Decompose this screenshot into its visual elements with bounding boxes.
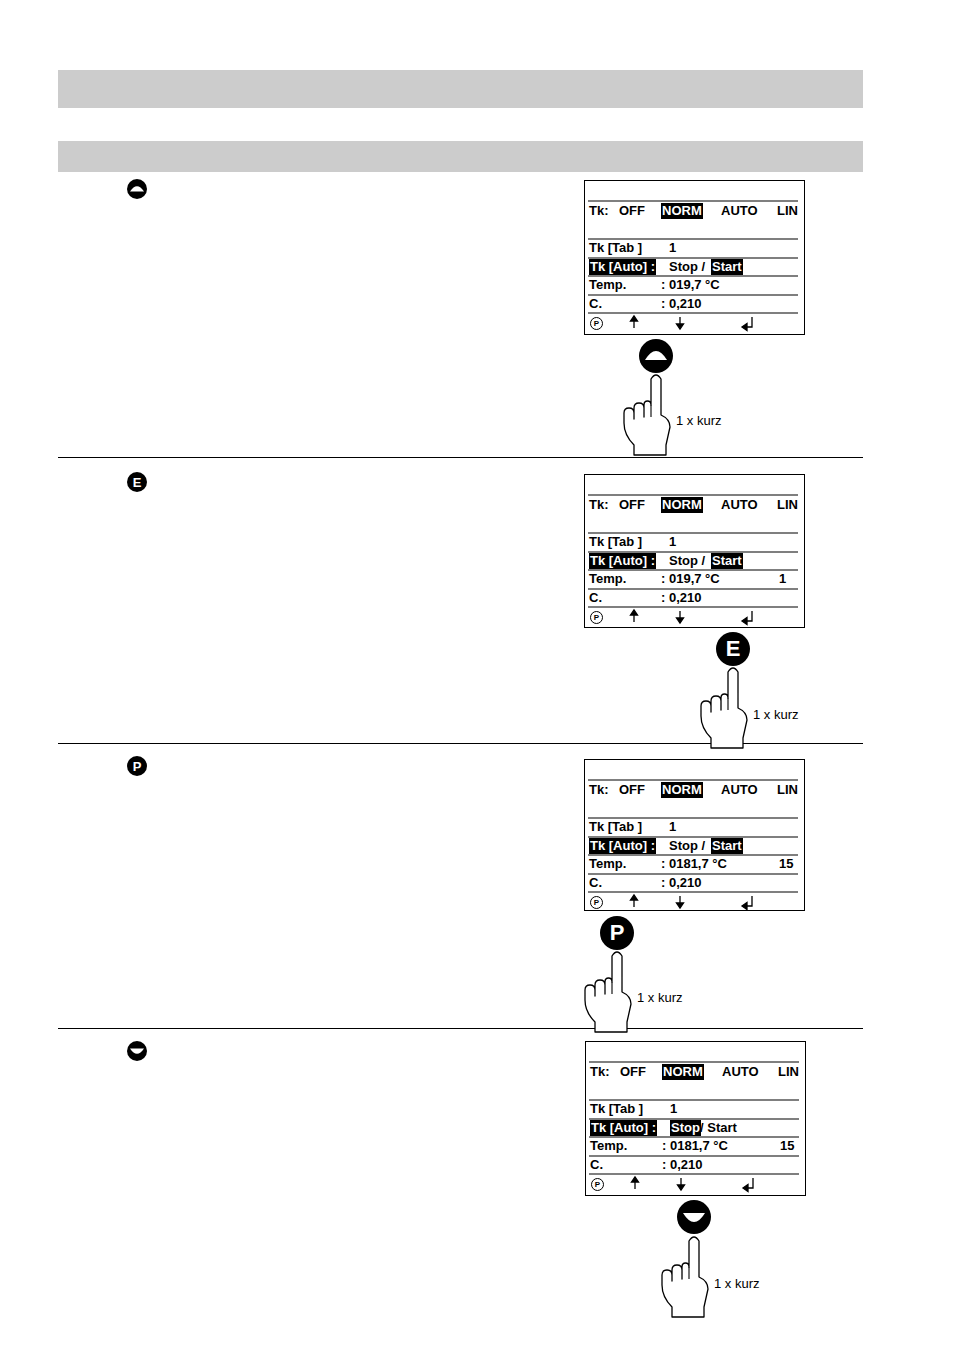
display-text: Stop / <box>669 838 705 854</box>
display-text: : 019,7 °C <box>661 571 720 587</box>
display-text: 1 <box>669 534 676 550</box>
highlighted-field: NORM <box>661 497 703 513</box>
menu-key-glyph: P <box>591 1178 604 1191</box>
display-text: Tk: <box>589 497 609 513</box>
display-text: C. <box>589 875 602 891</box>
display-screen: Tk: OFF NORM AUTO LIN Tk [Tab ] 1 Tk [Auto] : St… <box>584 759 805 911</box>
display-text: OFF <box>619 203 645 219</box>
display-text: : 0181,7 °C <box>662 1138 728 1154</box>
pressing-hand <box>662 1237 708 1317</box>
header-bar <box>58 70 863 108</box>
key-letter: E <box>133 476 142 489</box>
display-text: 15 <box>779 856 793 872</box>
subheader-bar <box>58 141 863 172</box>
highlighted-field: Stop <box>670 1120 701 1136</box>
key-letter: P <box>133 760 142 773</box>
display-text: Tk: <box>589 782 609 798</box>
key-icon: P <box>127 756 147 776</box>
display-text: C. <box>589 590 602 606</box>
highlighted-field: Start <box>711 259 743 275</box>
key-icon: E <box>127 472 147 492</box>
highlighted-field: Tk [Auto] : <box>589 838 656 854</box>
display-text: : 0181,7 °C <box>661 856 727 872</box>
display-text: AUTO <box>721 203 758 219</box>
highlighted-field: NORM <box>661 782 703 798</box>
display-text: 1 <box>779 571 786 587</box>
display-text: LIN <box>777 497 798 513</box>
display-text: OFF <box>619 782 645 798</box>
display-text: 15 <box>780 1138 794 1154</box>
display-text: 1 <box>670 1101 677 1117</box>
highlighted-field: NORM <box>662 1064 704 1080</box>
display-text: Stop / <box>669 259 705 275</box>
display-text: : 0,210 <box>662 1157 702 1173</box>
menu-key-glyph: P <box>590 611 603 624</box>
up-key-icon <box>127 179 147 199</box>
display-text: OFF <box>620 1064 646 1080</box>
key-letter: P <box>610 922 625 944</box>
highlighted-field: Tk [Auto] : <box>589 259 656 275</box>
display-text: / Start <box>700 1120 737 1136</box>
pressing-hand <box>585 952 631 1032</box>
screen-lines <box>589 1062 799 1192</box>
key-button: E <box>716 632 750 666</box>
pressing-hand <box>701 668 747 748</box>
highlighted-field: Start <box>711 838 743 854</box>
display-text: Tk [Tab ] <box>590 1101 643 1117</box>
display-screen: Tk: OFF NORM AUTO LIN Tk [Tab ] 1 Tk [Auto] : St… <box>584 474 805 628</box>
display-text: AUTO <box>721 782 758 798</box>
display-text: Temp. <box>589 277 626 293</box>
menu-key-glyph: P <box>590 317 603 330</box>
down-key-icon <box>127 1041 147 1061</box>
key-letter: E <box>726 638 741 660</box>
display-text: AUTO <box>721 497 758 513</box>
key-button: P <box>600 916 634 950</box>
display-text: 1 <box>669 819 676 835</box>
display-text: LIN <box>778 1064 799 1080</box>
display-screen: Tk: OFF NORM AUTO LIN Tk [Tab ] 1 Tk [Auto] : St… <box>585 1041 806 1196</box>
display-text: : 0,210 <box>661 590 701 606</box>
display-text: AUTO <box>722 1064 759 1080</box>
press-instruction: 1 x kurz <box>753 707 799 723</box>
highlighted-field: Tk [Auto] : <box>590 1120 657 1136</box>
display-text: OFF <box>619 497 645 513</box>
display-text: Tk: <box>589 203 609 219</box>
screen-lines <box>588 495 798 625</box>
display-text: C. <box>589 296 602 312</box>
display-text: 1 <box>669 240 676 256</box>
pressing-hand <box>624 375 670 455</box>
press-instruction: 1 x kurz <box>676 413 722 429</box>
press-instruction: 1 x kurz <box>714 1276 760 1292</box>
display-text: LIN <box>777 782 798 798</box>
down-key-button <box>677 1200 711 1234</box>
display-text: Stop / <box>669 553 705 569</box>
display-text: Temp. <box>590 1138 627 1154</box>
press-instruction: 1 x kurz <box>637 990 683 1006</box>
menu-key-glyph: P <box>590 896 603 909</box>
step-separators <box>58 458 863 1029</box>
display-text: C. <box>590 1157 603 1173</box>
display-text: Tk [Tab ] <box>589 819 642 835</box>
highlighted-field: NORM <box>661 203 703 219</box>
screen-lines <box>588 201 798 331</box>
display-text: Temp. <box>589 856 626 872</box>
display-text: : 019,7 °C <box>661 277 720 293</box>
display-text: LIN <box>777 203 798 219</box>
highlighted-field: Start <box>711 553 743 569</box>
highlighted-field: Tk [Auto] : <box>589 553 656 569</box>
screen-lines <box>588 780 798 910</box>
up-key-button <box>639 339 673 373</box>
display-text: Tk: <box>590 1064 610 1080</box>
display-text: Tk [Tab ] <box>589 534 642 550</box>
display-text: Temp. <box>589 571 626 587</box>
display-text: : 0,210 <box>661 875 701 891</box>
display-text: Tk [Tab ] <box>589 240 642 256</box>
display-screen: Tk: OFF NORM AUTO LIN Tk [Tab ] 1 Tk [Auto] : St… <box>584 180 805 335</box>
display-text: : 0,210 <box>661 296 701 312</box>
